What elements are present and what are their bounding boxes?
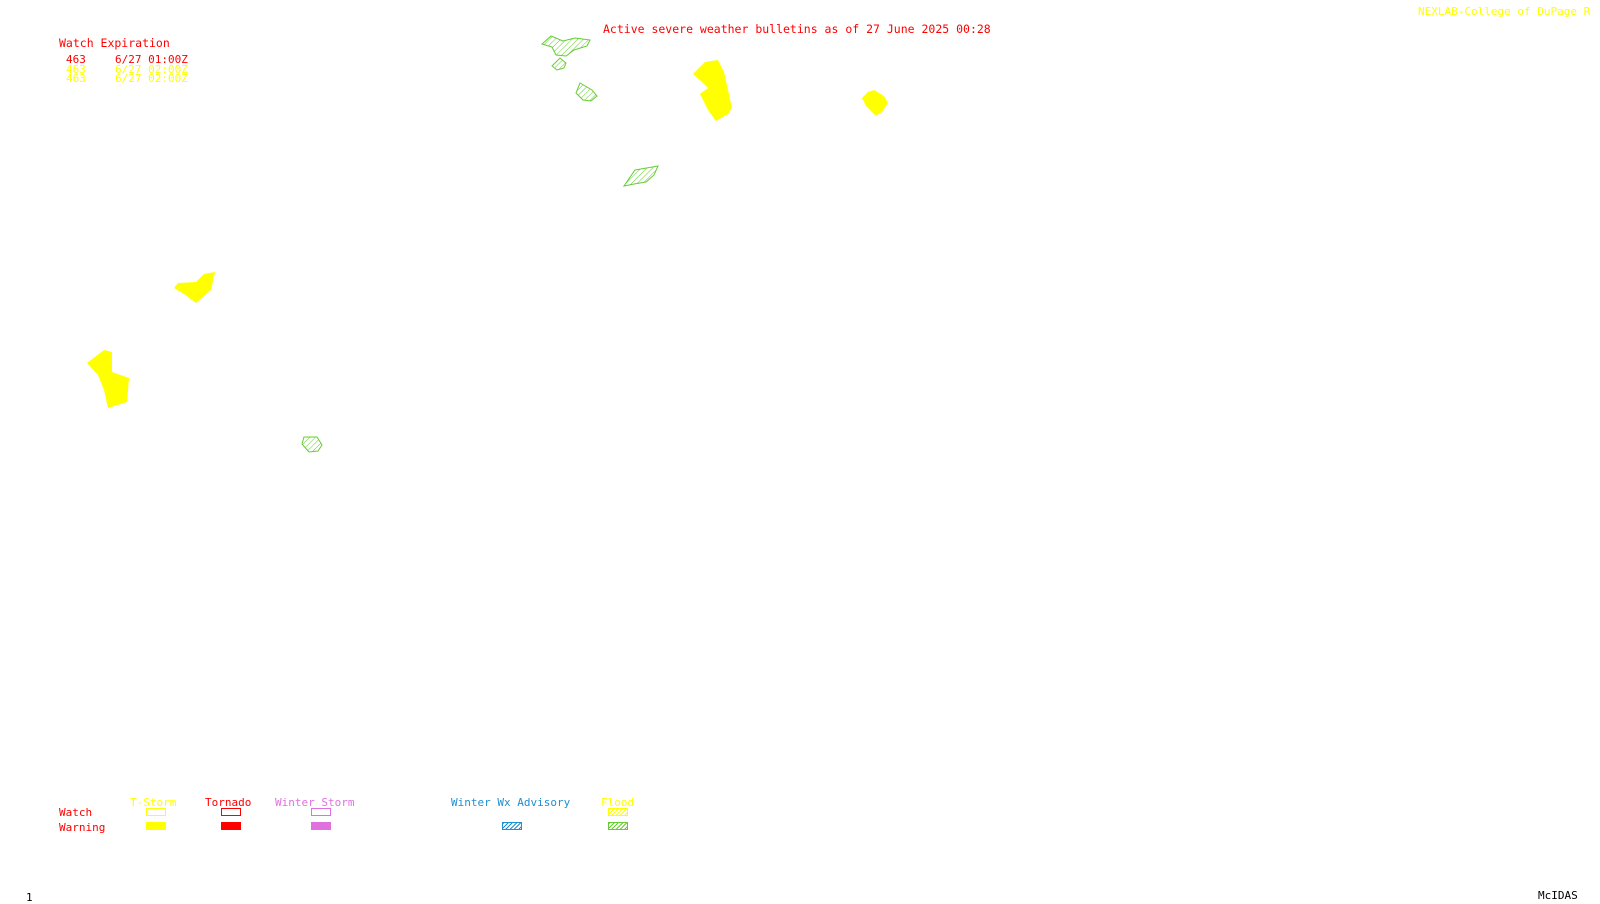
flood-warning-polygon (540, 35, 591, 57)
flood-warning-polygon (575, 82, 598, 102)
legend-category-winter_wx_advisory: Winter Wx Advisory (451, 796, 571, 809)
watch-number: 463 (66, 62, 86, 76)
legend-swatch-winter_storm-warning (311, 822, 331, 830)
watch-number: 463 (66, 72, 86, 85)
legend-swatch-flood-watch (608, 808, 628, 816)
legend-category-flood: Flood (601, 796, 635, 809)
software-label: McIDAS (1538, 889, 1578, 902)
legend-swatch-tstorm-watch (146, 808, 166, 816)
legend-swatch-tornado-watch (221, 808, 241, 816)
watch-expires: 6/27 01:00Z (115, 53, 188, 66)
legend-row-label-watch: Watch (59, 806, 93, 819)
flood-warning-polygon (301, 436, 323, 453)
legend-swatch-tstorm-warning (146, 822, 166, 830)
tstorm-warning-polygon (87, 350, 129, 408)
legend-category-winter_storm: Winter Storm (275, 796, 355, 809)
legend-row-label-warning: Warning (59, 821, 106, 834)
legend-category-tornado: Tornado (205, 796, 252, 809)
credit-label: NEXLAB-College of DuPage R (1418, 5, 1591, 18)
watch-expires: 6/27 02:00Z (115, 62, 188, 76)
frame-number: 1 (26, 891, 33, 904)
legend-category-tstorm: T-Storm (130, 796, 177, 809)
watch-number: 463 (66, 53, 86, 66)
flood-warning-polygon (622, 165, 659, 187)
legend-swatch-winter_storm-watch (311, 808, 331, 816)
bulletin-title: Active severe weather bulletins as of 27… (603, 22, 991, 36)
tstorm-warning-polygon (862, 90, 888, 116)
tstorm-warning-polygon (174, 272, 215, 303)
watch-expiration-heading: Watch Expiration (59, 36, 170, 50)
legend-swatch-tornado-warning (221, 822, 241, 830)
legend-swatch-flood-warning (608, 822, 628, 830)
legend-swatch-winter_wx_advisory-warning (502, 822, 522, 830)
flood-warning-polygon (551, 57, 567, 71)
watch-expires: 6/27 02:00Z (115, 72, 188, 85)
tstorm-warning-polygon (693, 60, 732, 121)
